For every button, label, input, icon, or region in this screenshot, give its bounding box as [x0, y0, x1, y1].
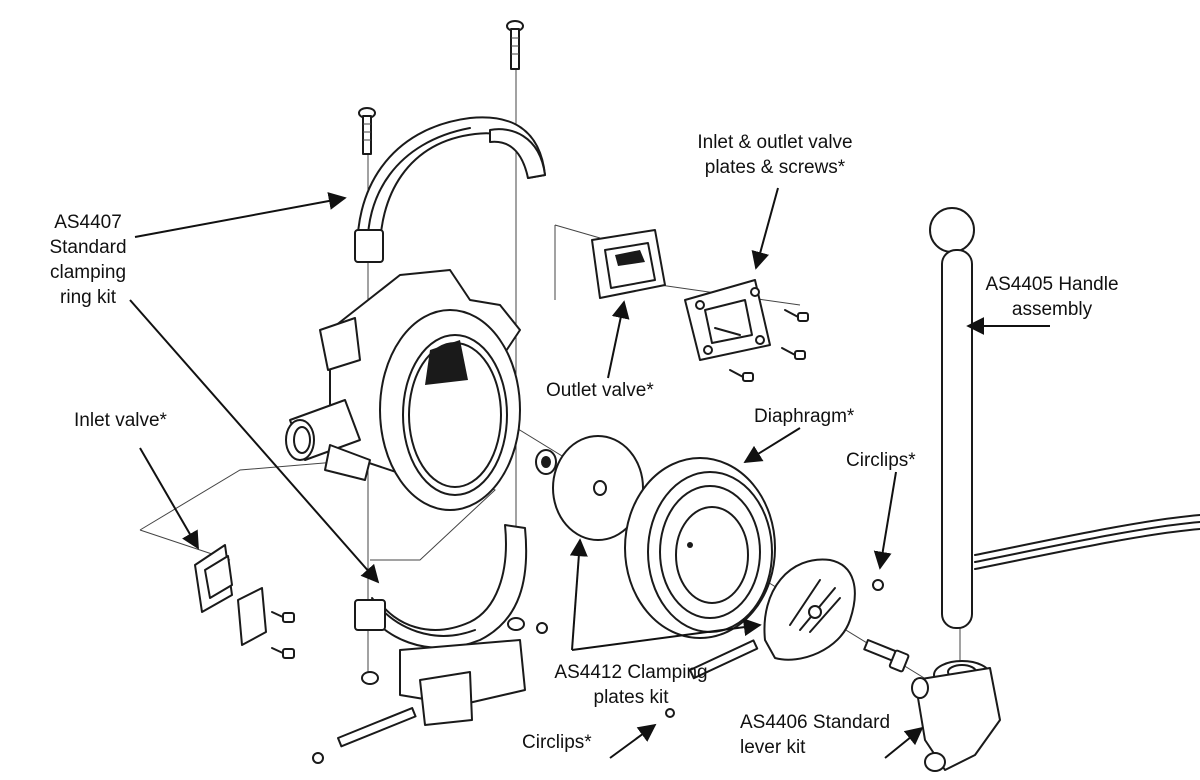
- clamping-plate-disc: [552, 435, 644, 541]
- circlips-right-arrow: [873, 471, 897, 570]
- lever: [911, 660, 1001, 772]
- valve-plates-arrow: [751, 187, 779, 270]
- outlet-valve: [591, 229, 666, 299]
- clamping-ring-top-arrow: [134, 192, 347, 238]
- diaphragm-nut: [535, 449, 557, 475]
- clamping-plates-arrow-b: [571, 618, 762, 651]
- pump-body: [285, 269, 521, 511]
- label-outlet-valve: Outlet valve*: [546, 380, 654, 401]
- bolt-left: [358, 107, 376, 155]
- handle-assembly: [929, 207, 1200, 629]
- label-clamping-ring-kit: AS4407 Standard clamping ring kit: [38, 210, 138, 310]
- label-valve-plates-line-1: Inlet & outlet valve: [697, 132, 853, 153]
- label-inlet-valve: Inlet valve*: [74, 410, 167, 431]
- label-lever-kit: AS4406 Standard lever kit: [740, 710, 890, 760]
- label-clamping-ring-line-1: AS4407: [54, 212, 122, 233]
- bolt-top: [506, 20, 524, 70]
- plate-screws: [714, 309, 809, 382]
- circlips-bottom-arrow: [609, 723, 657, 759]
- clamping-plates-arrow-a: [569, 538, 588, 651]
- clamping-ring-top: [354, 116, 546, 263]
- label-clamping-plates-kit: AS4412 Clamping plates kit: [548, 660, 714, 710]
- valve-plate: [684, 279, 809, 382]
- lever-bolt: [863, 639, 910, 673]
- label-handle-line-1: AS4405 Handle: [985, 274, 1119, 295]
- circlips: [312, 579, 884, 764]
- label-lever-kit-line-2: lever kit: [740, 737, 806, 758]
- label-clamping-plates-line-1: AS4412 Clamping: [554, 662, 708, 683]
- label-valve-plates: Inlet & outlet valve plates & screws*: [675, 130, 875, 180]
- label-handle-assembly: AS4405 Handle assembly: [968, 272, 1136, 322]
- label-diaphragm: Diaphragm*: [754, 406, 855, 427]
- label-handle-line-2: assembly: [1011, 299, 1093, 320]
- inlet-valve: [194, 544, 295, 659]
- label-valve-plates-line-2: plates & screws*: [704, 157, 846, 178]
- clamping-plate-ribbed: [763, 558, 856, 661]
- inlet-valve-arrow: [139, 447, 199, 550]
- outlet-valve-arrow: [607, 300, 630, 379]
- label-clamping-ring-line-2: Standard: [49, 237, 127, 258]
- lever-kit-arrow: [884, 726, 924, 759]
- label-circlips-right: Circlips*: [846, 450, 916, 471]
- label-clamping-plates-line-2: plates kit: [593, 687, 669, 708]
- clamping-ring-bottom-arrow: [129, 299, 380, 584]
- clamping-ring-bottom: [354, 524, 528, 726]
- diaphragm: [624, 457, 776, 639]
- callout-arrows: [129, 187, 1050, 759]
- lever-pin: [689, 639, 759, 680]
- label-clamping-ring-line-4: ring kit: [60, 287, 116, 308]
- label-clamping-ring-line-3: clamping: [49, 262, 127, 283]
- bottom-pin: [337, 707, 417, 748]
- label-circlips-bottom: Circlips*: [522, 732, 592, 753]
- label-lever-kit-line-1: AS4406 Standard: [740, 712, 891, 733]
- diaphragm-arrow: [743, 427, 801, 463]
